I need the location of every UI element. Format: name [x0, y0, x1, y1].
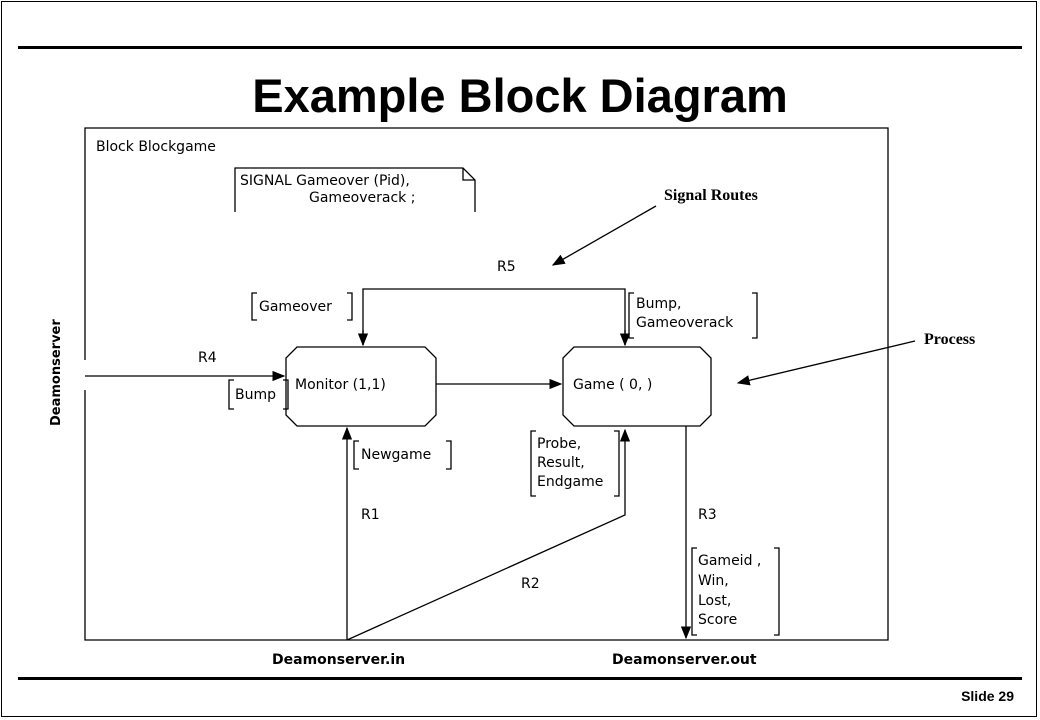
- route-label-r1: R1: [361, 507, 380, 523]
- signal-declaration-line1: SIGNAL Gameover (Pid),: [240, 173, 410, 189]
- signal-list-bump: Bump,: [636, 296, 682, 312]
- game-process-label: Game ( 0, ): [573, 377, 653, 393]
- signal-list-gameoverack: Gameoverack: [636, 315, 734, 331]
- route-label-r5: R5: [497, 259, 516, 275]
- block-boundary: [84, 127, 889, 641]
- game-process-box: [562, 346, 712, 427]
- signal-list-bump-r4: Bump: [235, 387, 277, 403]
- deamonserver-side-label: Deamonserver: [49, 319, 64, 426]
- route-label-r2: R2: [521, 576, 540, 592]
- signal-list-brackets: [228, 292, 780, 636]
- gate-label-in: Deamonserver.in: [272, 652, 406, 668]
- block-label: Block Blockgame: [96, 139, 216, 155]
- signal-list-probe: Probe,: [537, 436, 582, 452]
- signal-routes-pointer: [551, 205, 657, 266]
- gate-label-out: Deamonserver.out: [612, 652, 757, 668]
- signal-list-newgame: Newgame: [361, 447, 432, 463]
- signal-declaration-symbol: [234, 167, 476, 212]
- annotation-process: Process: [924, 331, 976, 348]
- signal-list-gameover: Gameover: [259, 299, 332, 315]
- process-pointer: [736, 340, 916, 386]
- annotation-signal-routes: Signal Routes: [664, 187, 758, 204]
- signal-list-gameid: Gameid ,: [698, 553, 762, 569]
- route-r2: [346, 428, 631, 641]
- route-label-r4: R4: [198, 350, 217, 366]
- monitor-process-label: Monitor (1,1): [295, 377, 386, 393]
- signal-list-win: Win,: [698, 573, 729, 589]
- slide-number: Slide 29: [961, 688, 1014, 704]
- route-r5: [362, 288, 626, 345]
- signal-declaration-line2: Gameoverack ;: [309, 190, 416, 206]
- top-rule: [18, 46, 1022, 49]
- signal-list-result: Result,: [537, 455, 585, 471]
- route-label-r3: R3: [698, 507, 717, 523]
- signal-list-lost: Lost,: [698, 593, 732, 609]
- bottom-rule: [18, 677, 1022, 680]
- signal-list-endgame: Endgame: [537, 474, 604, 490]
- monitor-process-box: [285, 346, 437, 427]
- slide-title: Example Block Diagram: [252, 69, 788, 122]
- signal-list-score: Score: [698, 612, 738, 628]
